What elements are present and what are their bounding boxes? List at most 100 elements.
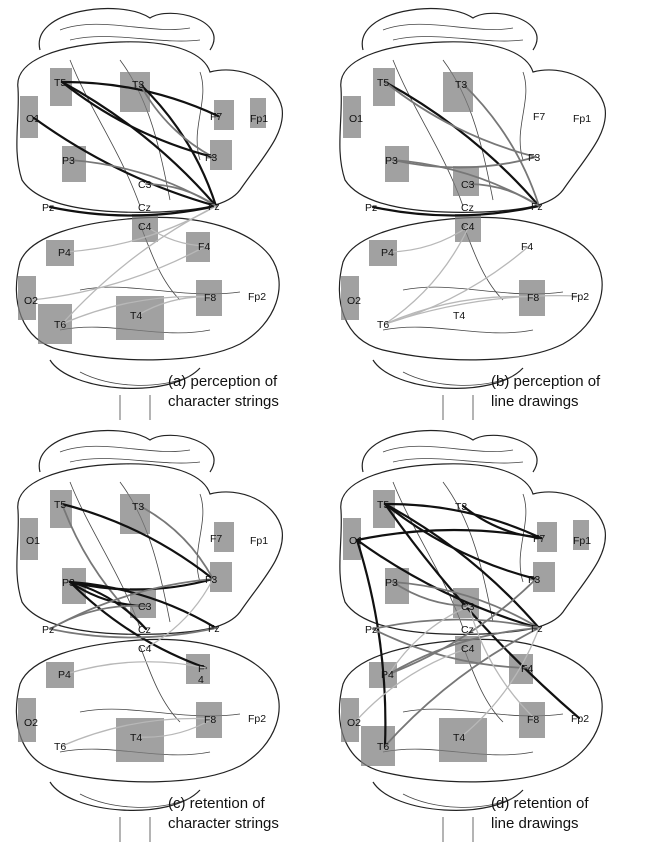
link-p3-f4 [68,580,208,670]
electrode-t5: T5 [377,77,389,89]
link-p4-c4 [388,225,470,253]
link-o2-f4 [31,245,207,301]
electrode-f7: F7 [533,533,545,545]
electrode-t6: T6 [377,741,389,753]
electrode-t4: T4 [130,732,142,744]
link-p3-fz [68,580,218,630]
electrode-c4: C4 [138,221,152,233]
link-t5-f7 [60,80,220,118]
brain-outline [338,7,606,420]
electrode-t4: T4 [453,310,465,322]
link-c3-fz [468,183,540,207]
electrode-o1: O1 [26,535,40,547]
electrode-fz: Fz [531,201,543,213]
link-o1-t6 [355,538,387,748]
region-f3 [533,562,555,592]
electrode-fp1: Fp1 [573,535,591,547]
electrode-f8: F8 [527,714,539,726]
electrode-pz: Pz [365,202,377,214]
electrode-f7: F7 [210,533,222,545]
region-f7 [214,522,234,552]
electrode-c4: C4 [138,643,152,655]
link-t5-fp2 [383,502,581,720]
region-o1 [343,96,361,138]
link-pz-fz [49,627,217,639]
electrode-t5: T5 [54,499,66,511]
electrode-cz: Cz [138,202,151,214]
link-o1-fz [32,116,218,208]
electrode-t3: T3 [455,501,467,513]
region-t5 [373,68,395,106]
electrode-f7: F7 [533,111,545,123]
region-o2 [341,698,359,742]
electrode-cz: Cz [138,624,151,636]
electrode-c3: C3 [461,179,475,191]
region-t4 [439,718,487,762]
electrode-fp2: Fp2 [248,291,266,303]
electrode-t6: T6 [54,319,66,331]
electrode-fp2: Fp2 [571,291,589,303]
link-t3-f3 [139,83,214,158]
caption-line: (a) perception of [168,373,278,390]
caption-line: line drawings [491,815,579,832]
link-t3-fz [462,83,540,207]
region-fp1 [250,98,266,128]
electrode-fp2: Fp2 [248,713,266,725]
region-o2 [18,698,36,742]
region-p4 [46,240,74,266]
electrode-fz: Fz [208,201,220,213]
region-o1 [20,96,38,138]
electrode-p3: P3 [385,577,398,589]
coherence-links [31,80,220,325]
link-p3-c3 [392,581,470,607]
electrode-o1: O1 [26,113,40,125]
region-t5 [50,68,72,106]
region-t6 [38,304,72,344]
electrode-f8: F8 [527,292,539,304]
electrode-t6: T6 [377,319,389,331]
region-p4 [46,662,74,688]
electrode-cz: Cz [461,202,474,214]
region-f8 [519,702,545,738]
electrode-t6: T6 [54,741,66,753]
region-f3 [210,140,232,170]
electrode-fz: Fz [208,623,220,635]
link-pz-fz [48,204,218,217]
electrode-p4: P4 [58,247,71,259]
link-p4-fz [388,627,540,675]
active-regions [341,68,545,320]
electrode-c4: C4 [461,221,475,233]
link-p4-c3 [388,605,470,675]
region-fp1 [573,520,589,550]
region-f7 [537,522,557,552]
region-f7 [214,100,234,130]
region-o2 [341,276,359,320]
electrode-p3: P3 [62,155,75,167]
electrode-f3: F3 [528,152,540,164]
electrode-f3: F3 [528,574,540,586]
region-f4 [186,232,210,262]
electrode-o2: O2 [347,717,361,729]
electrode-o2: O2 [24,717,38,729]
region-f3 [210,562,232,592]
electrode-o1: O1 [349,535,363,547]
link-t4-f8 [137,718,213,738]
region-o2 [18,276,36,320]
link-t6-f8 [61,295,213,325]
caption-line: character strings [168,393,279,410]
link-pz-fz [371,204,541,217]
region-p3 [385,568,409,604]
link-p3-f3 [68,577,215,591]
link-o1-fz [355,538,541,630]
electrode-p4: P4 [381,247,394,259]
link-t6-fz [384,627,540,747]
electrode-f4: F4 [198,241,210,253]
